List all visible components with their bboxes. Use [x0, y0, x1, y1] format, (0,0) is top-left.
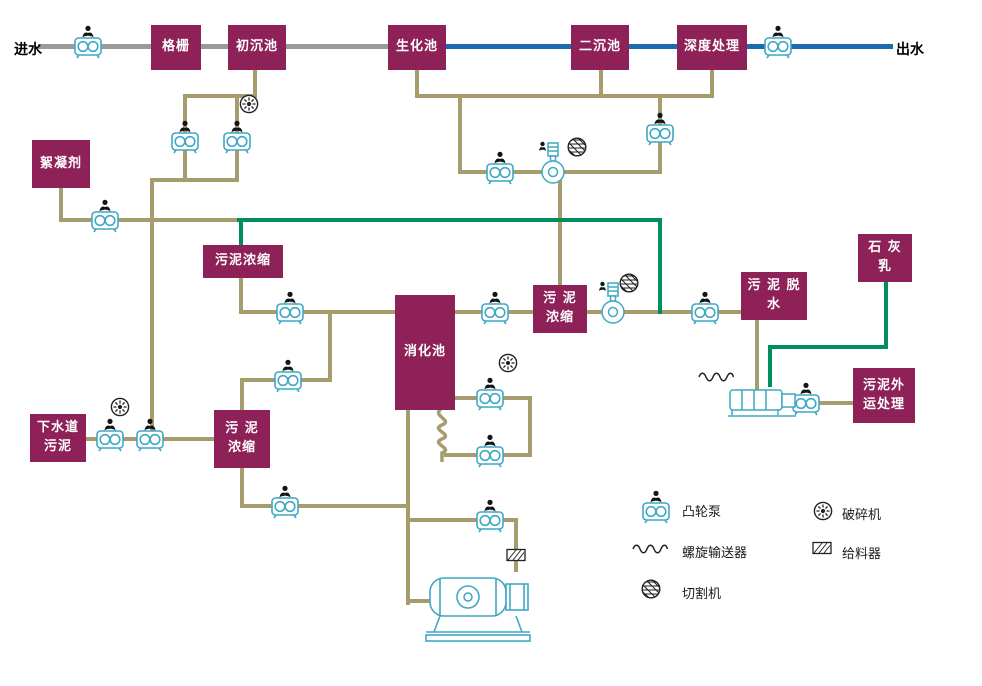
digester-loop-pipe: [528, 396, 532, 457]
sludge-pipe: [585, 310, 745, 314]
cam-pump-icon: [270, 291, 310, 325]
inlet-label: 进水: [14, 42, 42, 58]
sludge-pipe: [240, 380, 244, 412]
flocculant-pipe: [59, 218, 239, 222]
heat-exchanger-coil: [432, 408, 452, 462]
cam-pump-icon: [470, 499, 510, 533]
crusher-icon: [238, 93, 260, 115]
sludge-pipe: [150, 178, 239, 182]
process-box-sludge-offsite-disposal: 污泥外 运处理: [853, 368, 915, 423]
sludge-pipe: [406, 410, 410, 605]
process-box-primary-sedimentation: 初沉池: [228, 25, 286, 70]
cam-pump-icon: [475, 291, 515, 325]
cam-pump-icon: [470, 377, 510, 411]
sludge-pipe: [599, 68, 603, 96]
sludge-pipe: [790, 401, 857, 405]
cam-pump-icon: [85, 199, 125, 233]
process-box-sludge-thickening-3: 污 泥 浓缩: [214, 410, 270, 468]
legend-feeder-label: 给料器: [842, 547, 882, 562]
cutter-icon: [566, 136, 588, 158]
sludge-pipe: [240, 504, 410, 508]
lime-pipe: [884, 280, 888, 349]
legend-cutter-icon: [640, 578, 662, 600]
screw-conveyor-icon: [698, 371, 734, 383]
sludge-pipe: [328, 310, 332, 382]
chemical-pipe: [237, 218, 662, 222]
sludge-pipe: [150, 178, 154, 441]
cam-pump-icon: [68, 25, 108, 59]
legend-cam-pump-icon: [636, 490, 676, 524]
lime-pipe: [768, 345, 888, 349]
process-box-secondary-sedimentation: 二沉池: [571, 25, 629, 70]
sludge-pipe: [710, 68, 714, 96]
legend-cam-pump-label: 凸轮泵: [682, 505, 722, 520]
process-box-advanced-treatment: 深度处理: [677, 25, 747, 70]
process-box-lime-milk: 石 灰 乳: [858, 234, 912, 282]
legend-screw-conveyor-label: 螺旋输送器: [682, 546, 748, 561]
process-box-sewer-sludge: 下水道 污泥: [30, 414, 86, 462]
sludge-pipe: [253, 68, 257, 98]
cam-pump-icon: [268, 359, 308, 393]
influent-water-pipe: [38, 44, 390, 49]
main-water-pipe: [390, 44, 893, 49]
outlet-label: 出水: [896, 42, 924, 58]
sludge-pipe: [406, 518, 518, 522]
cam-pump-icon: [165, 120, 205, 154]
sludge-pipe: [755, 318, 759, 390]
legend-screw-conveyor-icon: [632, 543, 668, 555]
crusher-icon: [109, 396, 131, 418]
sludge-pipe: [415, 68, 419, 96]
cam-pump-icon: [130, 418, 170, 452]
large-pump-unit-icon: [424, 562, 534, 644]
process-box-sludge-dewatering: 污 泥 脱 水: [741, 272, 807, 320]
process-box-flocculant: 絮凝剂: [32, 140, 90, 188]
sludge-pipe: [239, 310, 397, 314]
process-box-screen: 格栅: [151, 25, 201, 70]
cutter-icon: [618, 272, 640, 294]
sludge-pipe: [239, 278, 243, 314]
flocculant-pipe: [59, 186, 63, 222]
chemical-pipe: [239, 218, 243, 247]
cam-pump-icon: [685, 291, 725, 325]
crusher-icon: [497, 352, 519, 374]
sludge-pipe: [458, 94, 462, 174]
cam-pump-icon: [640, 112, 680, 146]
sludge-pipe: [183, 94, 257, 98]
cam-pump-icon: [470, 434, 510, 468]
cam-pump-icon: [265, 485, 305, 519]
cam-pump-icon: [90, 418, 130, 452]
inline-cutter-pump-icon: [538, 141, 568, 187]
sludge-pipe: [558, 170, 562, 285]
sludge-pipe: [240, 468, 244, 508]
process-box-sludge-thickening-1: 污泥浓缩: [203, 245, 283, 278]
process-box-digester: 消化池: [395, 295, 455, 410]
cam-pump-icon: [217, 120, 257, 154]
cam-pump-icon: [758, 25, 798, 59]
legend-cutter-label: 切割机: [682, 587, 722, 602]
legend-crusher-label: 破碎机: [842, 508, 882, 523]
sludge-pipe: [415, 94, 714, 98]
sludge-pipe: [514, 518, 518, 572]
lime-pipe: [768, 345, 772, 387]
legend-feeder-icon: [812, 541, 832, 555]
dewatering-unit-icon: [728, 384, 798, 418]
process-box-biochemical-tank: 生化池: [388, 25, 446, 70]
process-box-sludge-thickening-2: 污 泥 浓缩: [533, 285, 587, 333]
legend-crusher-icon: [812, 500, 834, 522]
chemical-pipe: [658, 218, 662, 314]
feeder-icon: [506, 548, 526, 562]
sludge-pipe: [406, 599, 446, 603]
cam-pump-icon: [480, 151, 520, 185]
